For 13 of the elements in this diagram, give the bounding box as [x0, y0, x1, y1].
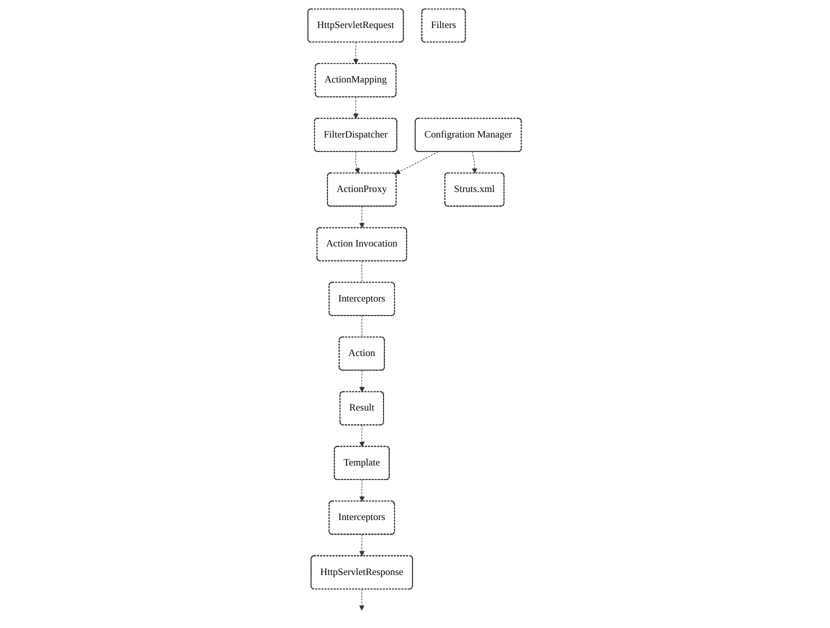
connector — [362, 316, 363, 338]
arrow — [360, 370, 366, 392]
arrow — [472, 151, 478, 174]
arrow — [360, 534, 366, 556]
connector — [362, 260, 363, 283]
arrow — [360, 206, 366, 228]
arrow — [354, 96, 359, 119]
arrow — [395, 151, 439, 174]
arrow — [354, 42, 359, 64]
arrow — [354, 151, 360, 174]
arrow — [360, 424, 366, 447]
arrow — [359, 588, 365, 611]
arrow — [360, 480, 366, 502]
